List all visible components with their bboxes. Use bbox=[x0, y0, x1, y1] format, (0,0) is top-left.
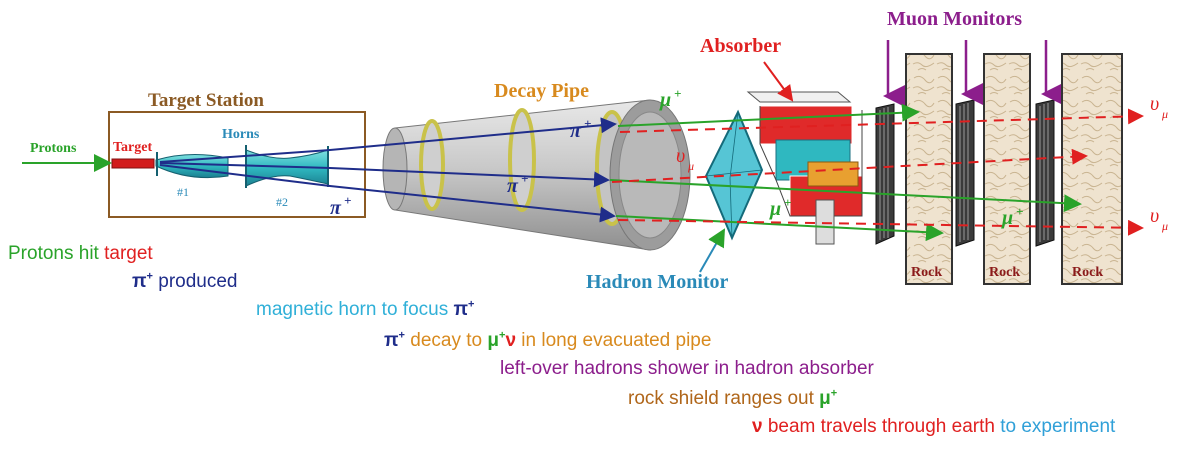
step-hadron-shower: left-over hadrons shower in hadron absor… bbox=[500, 358, 874, 380]
muon-monitor-3 bbox=[1036, 100, 1054, 246]
hadron-monitor-pointer bbox=[700, 230, 724, 272]
target-label: Target bbox=[113, 140, 152, 155]
rock-slab-1 bbox=[906, 54, 952, 284]
rock-slab-3 bbox=[1062, 54, 1122, 284]
hadron-monitor-label: Hadron Monitor bbox=[586, 271, 729, 293]
horn-1-label: #1 bbox=[177, 185, 189, 199]
horn-2-label: #2 bbox=[276, 195, 288, 209]
step-pion-decay: π+ decay to μ+ν in long evacuated pipe bbox=[384, 330, 711, 352]
svg-text:+: + bbox=[521, 171, 528, 186]
svg-text:+: + bbox=[344, 193, 351, 208]
svg-text:μ: μ bbox=[1161, 219, 1168, 233]
svg-text:π: π bbox=[570, 120, 582, 142]
muon-label-middle: μ+ bbox=[769, 195, 791, 220]
rock-label-3: Rock bbox=[1072, 265, 1103, 280]
svg-text:+: + bbox=[1016, 204, 1023, 219]
rock-slab-2 bbox=[984, 54, 1030, 284]
decay-pipe-label: Decay Pipe bbox=[494, 80, 589, 102]
svg-text:μ: μ bbox=[1001, 207, 1013, 229]
svg-text:+: + bbox=[584, 116, 591, 131]
protons-label: Protons bbox=[30, 141, 77, 156]
svg-text:υ: υ bbox=[676, 145, 685, 167]
target-rod bbox=[112, 159, 154, 168]
svg-text:μ: μ bbox=[769, 198, 781, 220]
muon-label-upper: μ+ bbox=[659, 86, 681, 111]
step-horn-focus: magnetic horn to focus π+ bbox=[256, 299, 474, 321]
svg-text:+: + bbox=[674, 86, 681, 101]
rock-label-1: Rock bbox=[911, 265, 942, 280]
horns-label: Horns bbox=[222, 127, 260, 142]
rock-label-2: Rock bbox=[989, 265, 1020, 280]
step-protons-hit-target: Protons hit target bbox=[8, 243, 153, 265]
svg-text:+: + bbox=[784, 195, 791, 210]
svg-text:π: π bbox=[507, 175, 519, 197]
neutrino-label-lower: υμ bbox=[1150, 205, 1168, 233]
svg-text:μ: μ bbox=[1161, 107, 1168, 121]
svg-text:π: π bbox=[330, 197, 342, 219]
decay-pipe bbox=[383, 100, 690, 250]
step-pion-produced: π+ produced bbox=[132, 271, 238, 293]
neutrino-label-upper: υμ bbox=[1150, 93, 1168, 121]
step-rock-shield: rock shield ranges out μ+ bbox=[628, 388, 837, 410]
svg-text:μ: μ bbox=[659, 89, 671, 111]
target-station-title: Target Station bbox=[148, 90, 264, 111]
step-neutrino-beam: ν beam travels through earth to experime… bbox=[752, 416, 1115, 438]
muon-monitors-label: Muon Monitors bbox=[887, 8, 1022, 30]
svg-text:υ: υ bbox=[1150, 205, 1159, 227]
svg-text:υ: υ bbox=[1150, 93, 1159, 115]
svg-text:μ: μ bbox=[687, 159, 694, 173]
absorber-label: Absorber bbox=[700, 35, 781, 57]
